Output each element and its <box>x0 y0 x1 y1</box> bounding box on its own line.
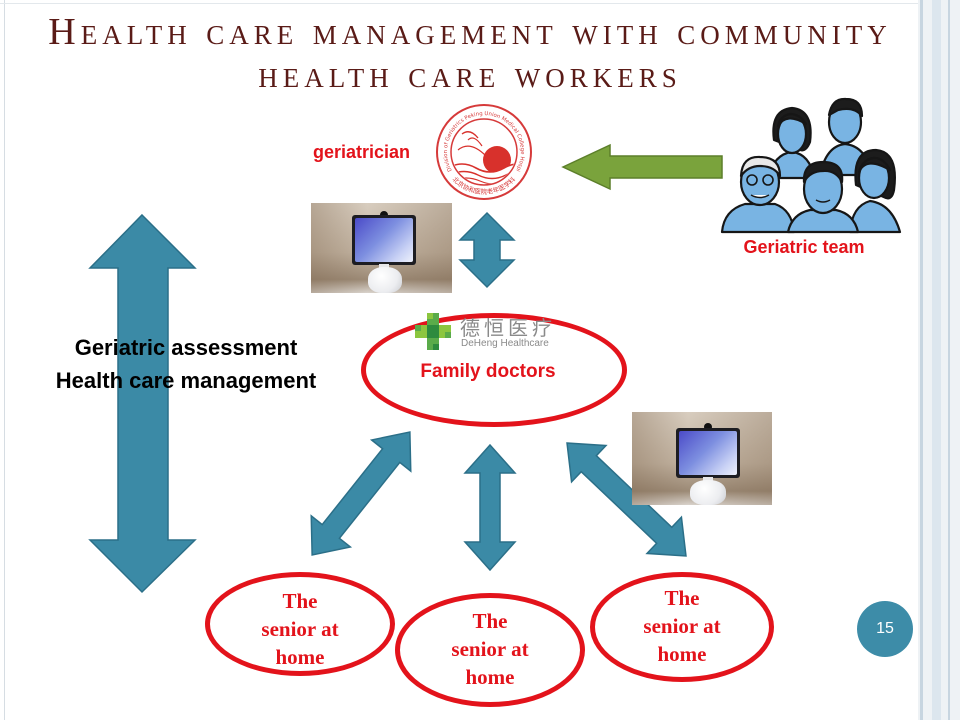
svg-text:Division of Geriatrics Peking: Division of Geriatrics Peking Union Medi… <box>0 0 525 172</box>
family-senior-center-double-arrow <box>463 443 517 572</box>
assessment-labels: Geriatric assessment Health care managem… <box>21 331 351 397</box>
device-base <box>368 267 402 293</box>
geriatric-team-label: Geriatric team <box>743 237 865 257</box>
slide-title-line-1: Health care management with community <box>48 11 892 53</box>
decorative-stripe <box>932 0 941 720</box>
robot-device-photo <box>311 203 452 293</box>
geriatric-team-clipart <box>720 97 902 234</box>
geriatric-assessment-label: Geriatric assessment <box>74 335 298 360</box>
decorative-stripe <box>948 0 950 720</box>
device-screen <box>355 218 413 262</box>
family-doctors-ellipse <box>361 313 627 427</box>
senior-at-home-label: The senior at home <box>390 607 590 691</box>
slide-edge-top <box>0 3 918 4</box>
health-care-management-label: Health care management <box>55 368 317 393</box>
device-monitor <box>352 215 416 265</box>
senior-at-home-label: The senior at home <box>582 584 782 668</box>
assessment-double-arrow <box>88 213 197 594</box>
senior-label-line: senior at <box>451 637 529 661</box>
geriatrics-seal-logo: Division of Geriatrics Peking Union Medi… <box>0 0 532 200</box>
device-screen <box>679 431 737 475</box>
senior-label-line: home <box>275 645 325 669</box>
device-monitor <box>676 428 740 478</box>
slide-title-line-2: health care workers <box>258 54 682 96</box>
senior-at-home-ellipse <box>590 572 774 682</box>
senior-label-line: home <box>465 665 515 689</box>
family-doctors-label: Family doctors <box>420 361 556 382</box>
senior-label-line: senior at <box>261 617 339 641</box>
page-number-badge: 15 <box>857 601 913 657</box>
geriatrician-family-double-arrow <box>458 211 516 289</box>
senior-label-line: senior at <box>643 614 721 638</box>
device-camera <box>704 423 712 431</box>
deheng-logo-chinese: 德恒医疗 <box>460 318 556 340</box>
decorative-stripe <box>920 0 923 720</box>
geriatrician-label: geriatrician <box>313 142 411 162</box>
deheng-logo-english: DeHeng Healthcare <box>461 338 549 349</box>
device-base <box>690 480 726 505</box>
team-to-geriatrician-arrow <box>561 143 723 191</box>
seal-text-top: Division of Geriatrics Peking Union Medi… <box>0 0 525 172</box>
senior-at-home-label: The senior at home <box>200 587 400 671</box>
senior-label-line: The <box>664 586 700 610</box>
robot-device-photo <box>632 412 772 505</box>
senior-label-line: home <box>657 642 707 666</box>
senior-at-home-ellipse <box>395 593 585 707</box>
family-senior-left-double-arrow <box>310 431 412 556</box>
family-senior-right-double-arrow <box>566 442 687 557</box>
senior-at-home-ellipse <box>205 572 395 676</box>
senior-label-line: The <box>282 589 318 613</box>
slide-edge-left <box>4 0 5 720</box>
deheng-cross-logo <box>415 313 451 350</box>
senior-label-line: The <box>472 609 508 633</box>
